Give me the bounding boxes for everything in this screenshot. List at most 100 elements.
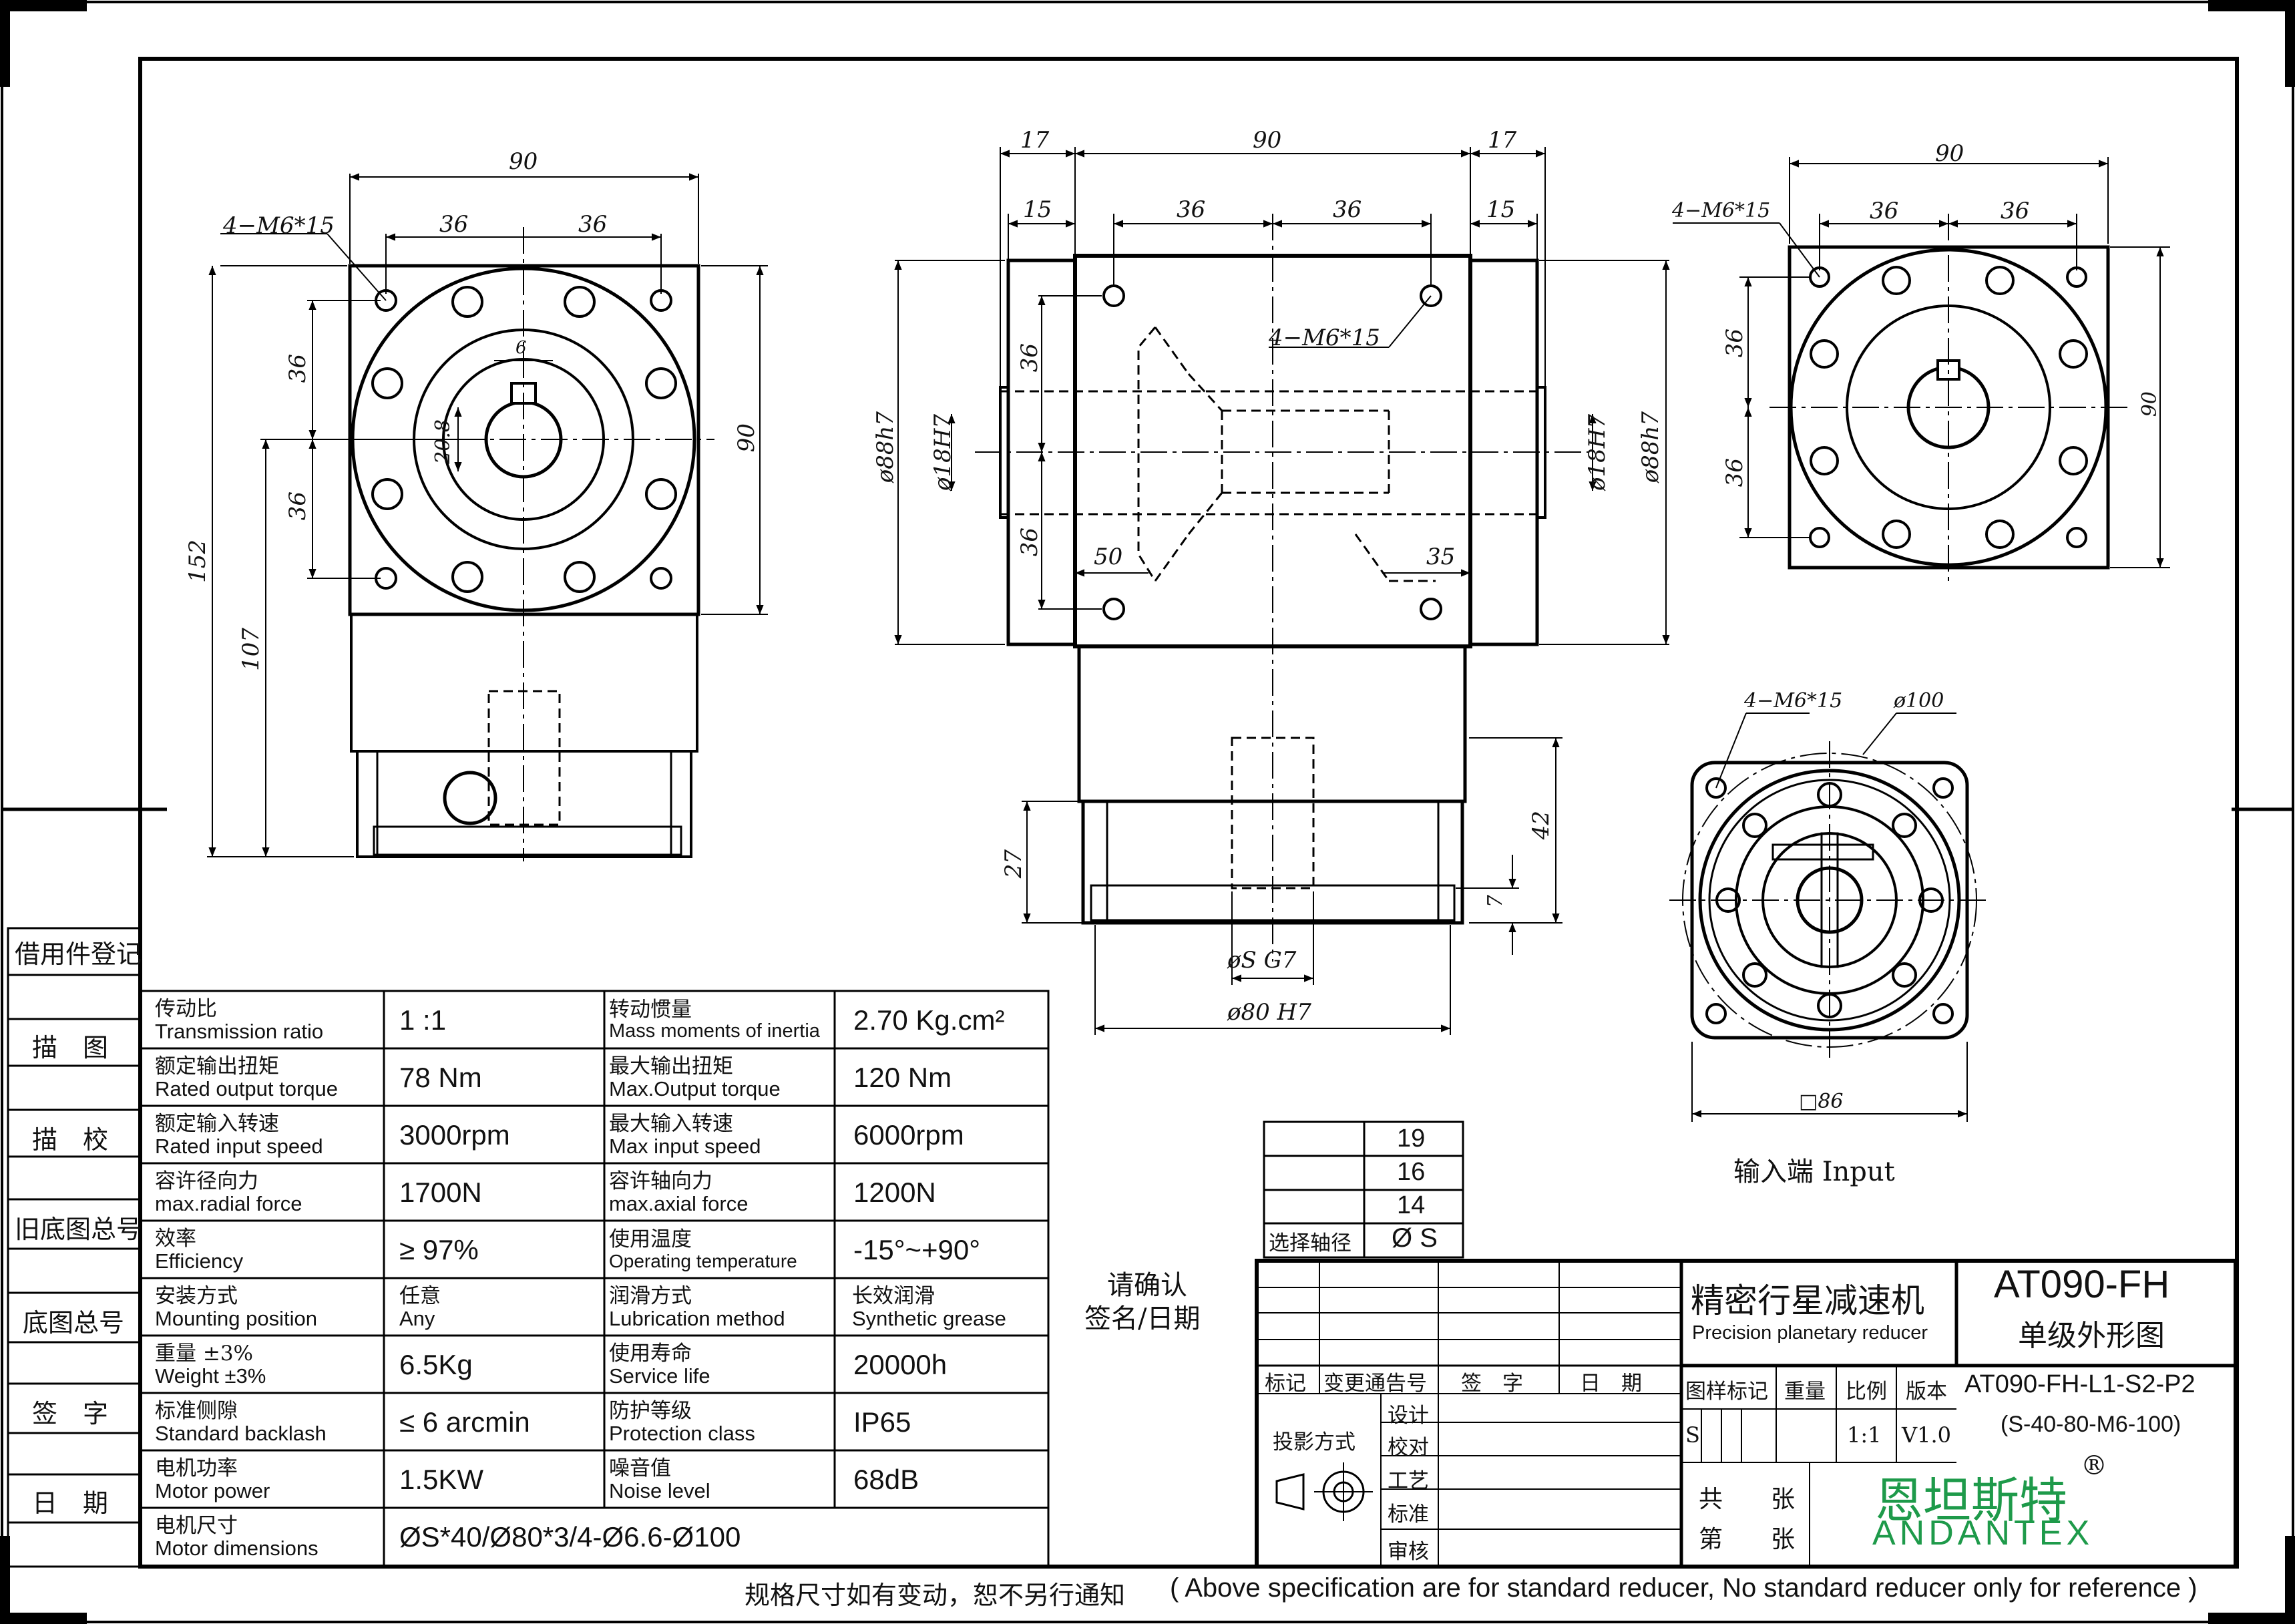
dim-v3-90: 90	[1935, 140, 1964, 167]
spec-value: 6000rpm	[853, 1119, 964, 1151]
brand-name-en: ANDANTEX	[1872, 1514, 2094, 1553]
dim-v4-m6: 4−M6*15	[1744, 689, 1843, 713]
dim-v2-42: 42	[1528, 811, 1554, 840]
dim-v2-88a: ø88h7	[872, 411, 899, 483]
sheets-total: 共 张	[1699, 1486, 1796, 1513]
stamp-master: 底图总号	[23, 1308, 125, 1338]
rev-header-notice: 变更通告号	[1323, 1372, 1427, 1396]
side-stamp-grid	[7, 927, 142, 1568]
dim-v2-27: 27	[1000, 849, 1027, 879]
confirm-line1: 请确认	[1107, 1270, 1187, 1301]
role-standard: 标准	[1388, 1502, 1429, 1527]
dim-v1-6: 6	[515, 338, 527, 358]
dim-v2-15b: 15	[1486, 196, 1516, 223]
dim-v2-36c: 36	[1016, 343, 1043, 373]
spec-value: 3000rpm	[399, 1119, 510, 1151]
spec-value: -15°~+90°	[853, 1234, 981, 1266]
input-end-label: 输入端 Input	[1733, 1157, 1895, 1187]
product-name-en: Precision planetary reducer	[1692, 1322, 1928, 1344]
stamp-signature: 签 字	[32, 1399, 109, 1428]
projection-label: 投影方式	[1273, 1430, 1355, 1454]
dim-v2-15a: 15	[1023, 196, 1052, 223]
view-output-end	[207, 173, 768, 861]
dim-v3-90v: 90	[2138, 391, 2161, 417]
dim-v1-152: 152	[184, 540, 211, 583]
dim-v2-36d: 36	[1016, 528, 1043, 557]
spec-value: ≥ 97%	[399, 1234, 479, 1266]
dim-v2-18a: ø18H7	[929, 414, 956, 491]
spec-value: 78 Nm	[399, 1062, 482, 1094]
dim-v1-36a: 36	[439, 211, 469, 238]
spec-table-grid	[139, 990, 1050, 1568]
shaft-table-grid	[1263, 1121, 1464, 1259]
dim-v2-7: 7	[1484, 895, 1507, 908]
dim-v4-86: □86	[1799, 1090, 1844, 1113]
dim-v1-m6: 4−M6*15	[223, 212, 335, 239]
drawing-type: 单级外形图	[2018, 1319, 2165, 1353]
role-check: 校对	[1388, 1436, 1429, 1460]
dim-v2-17a: 17	[1020, 127, 1050, 154]
dim-v2-88b: ø88h7	[1637, 411, 1664, 483]
dim-v4-100: ø100	[1894, 689, 1944, 713]
sheet-number: 第 张	[1699, 1526, 1796, 1553]
stamp-borrowed: 借用件登记	[15, 940, 142, 969]
registered-mark: ®	[2081, 1450, 2107, 1481]
dim-v1-107: 107	[238, 628, 264, 671]
spec-value: 6.5Kg	[399, 1349, 473, 1381]
shaft-diameter-16: 16	[1397, 1158, 1426, 1186]
shaft-diameter-14: 14	[1397, 1191, 1426, 1219]
dim-v3-36d: 36	[1721, 458, 1748, 487]
projection-symbol	[1275, 1462, 1373, 1521]
dim-v2-s: øS G7	[1227, 947, 1297, 974]
brand-name-zh: 恩坦斯特	[1875, 1472, 2068, 1529]
footer-note-zh: 规格尺寸如有变动，恕不另行通知	[745, 1581, 1126, 1610]
dim-v1-36d: 36	[284, 491, 311, 521]
mark-header-version: 版本	[1906, 1380, 1947, 1404]
dim-v3-36a: 36	[1870, 198, 1899, 224]
view-motor-flange	[1669, 713, 1990, 1122]
shaft-symbol: Ø S	[1392, 1223, 1438, 1253]
stamp-trace-check: 描 校	[32, 1125, 109, 1155]
dim-v2-36b: 36	[1333, 196, 1362, 223]
spec-value: 2.70 Kg.cm²	[853, 1004, 1005, 1036]
dim-v2-18b: ø18H7	[1584, 414, 1611, 491]
dim-v1-90: 90	[509, 148, 538, 175]
dim-v3-m6: 4−M6*15	[1672, 199, 1771, 222]
stamp-date: 日 期	[32, 1488, 109, 1518]
view-input-end	[1673, 157, 2170, 581]
spec-value: 1 :1	[399, 1004, 447, 1036]
spec-value: 1.5KW	[399, 1464, 484, 1496]
mark-s: S	[1685, 1422, 1700, 1448]
shaft-select-label: 选择轴径	[1269, 1231, 1351, 1255]
spec-value: 68dB	[853, 1464, 919, 1496]
dim-v2-50: 50	[1094, 544, 1123, 570]
spec-value: 1200N	[853, 1177, 936, 1209]
stamp-trace: 描 图	[32, 1033, 109, 1062]
motor-dimensions-value: ØS*40/Ø80*3/4-Ø6.6-Ø100	[399, 1521, 741, 1553]
mark-header-weight: 重量	[1784, 1380, 1826, 1404]
spec-value: 1700N	[399, 1177, 482, 1209]
dim-v1-36b: 36	[578, 211, 608, 238]
part-subcode: (S-40-80-M6-100)	[2001, 1412, 2181, 1437]
dim-v2-80: ø80 H7	[1227, 999, 1311, 1026]
model-number: AT090-FH	[1994, 1263, 2170, 1306]
role-process: 工艺	[1388, 1469, 1429, 1493]
dim-v1-90v: 90	[733, 423, 760, 453]
role-design: 设计	[1388, 1404, 1429, 1428]
mark-header-drawing: 图样标记	[1685, 1380, 1768, 1404]
